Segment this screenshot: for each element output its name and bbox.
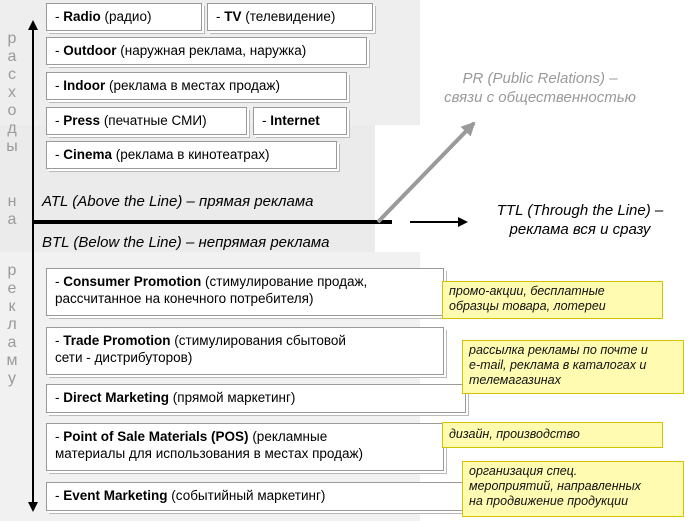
atl-item-radio: - Radio (радио) xyxy=(46,3,202,31)
side-label-letter: р xyxy=(7,30,17,47)
atl-item-cinema: - Cinema (реклама в кинотеатрах) xyxy=(46,141,337,169)
pr-arrow xyxy=(376,121,476,224)
side-label-letter: о xyxy=(7,102,17,119)
side-label-letter: н xyxy=(7,193,17,210)
btl-item-event-marketing: - Event Marketing (событийный маркетинг) xyxy=(46,482,466,511)
side-label-letter: а xyxy=(7,211,17,228)
atl-item-indoor: - Indoor (реклама в местах продаж) xyxy=(46,72,347,100)
side-label-letter: у xyxy=(8,370,16,387)
side-label-letter: ы xyxy=(6,138,18,155)
note-pos-materials: дизайн, производство xyxy=(442,422,663,448)
atl-item-internet: - Internet xyxy=(253,107,347,135)
side-label-letter: к xyxy=(8,298,16,315)
btl-item-direct-marketing: - Direct Marketing (прямой маркетинг) xyxy=(46,384,466,413)
atl-item-press: - Press (печатные СМИ) xyxy=(46,107,247,135)
side-label-letter: р xyxy=(7,262,17,279)
atl-label: ATL (Above the Line) – прямая реклама xyxy=(42,193,314,210)
side-label-letter: а xyxy=(7,48,17,65)
note-event-marketing: организация спец.мероприятий, направленн… xyxy=(462,461,684,517)
side-label-letter: е xyxy=(7,280,17,297)
side-label-letter: х xyxy=(8,84,16,101)
side-label-letter: с xyxy=(8,66,16,83)
pr-label: PR (Public Relations) –связи с обществен… xyxy=(444,70,636,106)
side-label-letter: а xyxy=(7,334,17,351)
side-label-letter: л xyxy=(7,316,17,333)
btl-label: BTL (Below the Line) – непрямая реклама xyxy=(42,234,330,251)
side-label-letter: м xyxy=(6,352,18,369)
btl-item-trade-promotion: - Trade Promotion (стимулирования сбытов… xyxy=(46,327,444,375)
btl-item-pos-materials: - Point of Sale Materials (POS) (рекламн… xyxy=(46,423,444,471)
side-label-letter: д xyxy=(7,120,17,137)
btl-item-consumer-promotion: - Consumer Promotion (стимулирование про… xyxy=(46,268,444,316)
atl-item-tv: - TV (телевидение) xyxy=(207,3,373,31)
atl-item-outdoor: - Outdoor (наружная реклама, наружка) xyxy=(46,37,367,65)
ttl-label: TTL (Through the Line) –реклама вся и ср… xyxy=(496,202,664,238)
